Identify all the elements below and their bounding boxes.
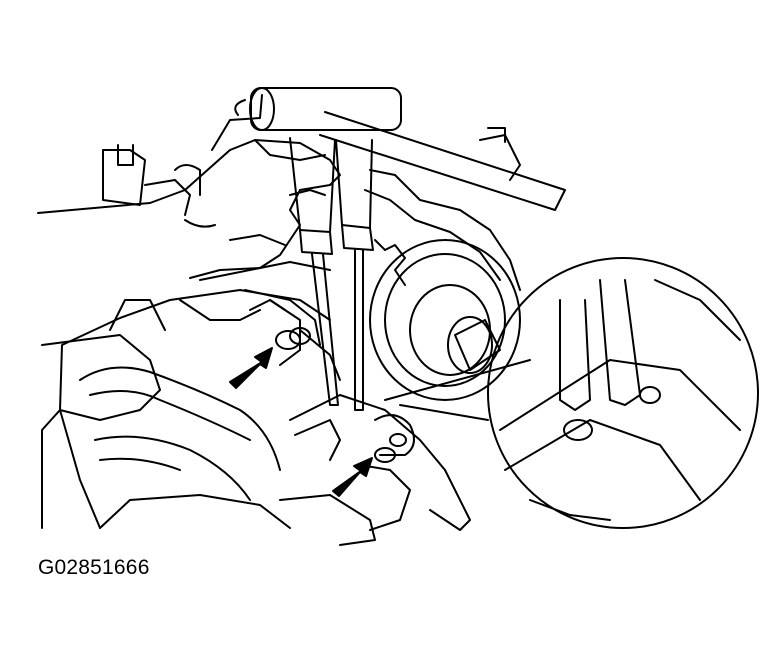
hand-icon — [37, 139, 341, 279]
screwdriver-icon — [289, 137, 374, 411]
timing-sprocket — [364, 127, 521, 401]
callout-lines — [384, 359, 531, 421]
magnifier-circle-icon — [487, 257, 759, 529]
snap-ring-icon — [275, 327, 407, 463]
engine-block — [41, 94, 341, 529]
figure-id-label: G02851666 — [38, 556, 150, 579]
arrow-icon — [229, 347, 373, 497]
hammer-icon — [249, 87, 566, 211]
rocker-shaft — [244, 289, 471, 546]
